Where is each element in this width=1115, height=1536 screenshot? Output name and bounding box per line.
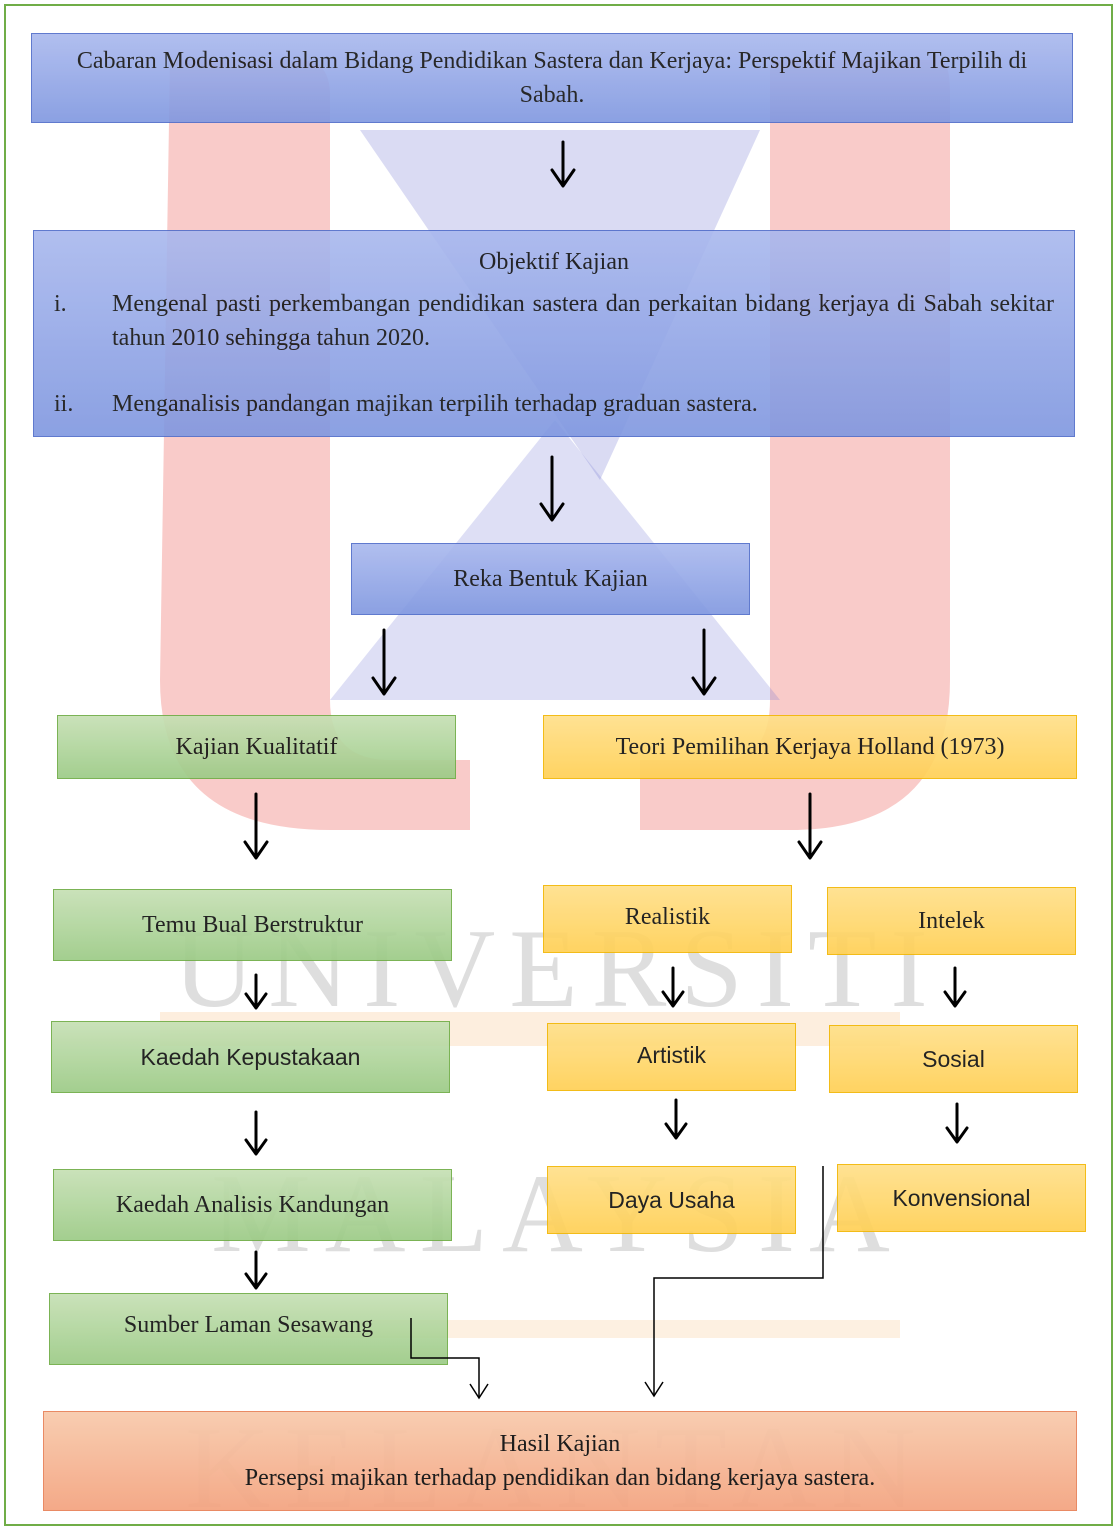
arrow-qualitative-to-interview [243,792,269,860]
step-website-text: Sumber Laman Sesawang [123,1312,374,1338]
result-box: Hasil Kajian Persepsi majikan terhadap p… [43,1411,1077,1511]
objective-item-1-text: Mengenal pasti perkembangan pendidikan s… [112,291,1054,351]
arrow-library-to-content [244,1110,268,1156]
step-library-box: Kaedah Kepustakaan [51,1021,450,1093]
page-frame [4,4,1113,1526]
type-conventional-box: Konvensional [837,1164,1086,1232]
step-interview-box: Temu Bual Berstruktur [53,889,452,961]
type-artistic-text: Artistik [637,1042,706,1068]
result-text: Persepsi majikan terhadap pendidikan dan… [244,1465,876,1491]
design-text: Reka Bentuk Kajian [453,566,648,592]
step-website-box: Sumber Laman Sesawang [49,1293,448,1365]
design-box: Reka Bentuk Kajian [351,543,750,615]
objective-item-2-number: ii. [54,391,74,417]
type-intellectual-box: Intelek [827,887,1076,955]
arrow-objective-to-design [539,455,565,522]
title-text: Cabaran Modenisasi dalam Bidang Pendidik… [76,48,1028,108]
holland-theory-box: Teori Pemilihan Kerjaya Holland (1973) [543,715,1077,779]
arrow-artistic-to-enterprising [664,1098,688,1140]
arrow-design-to-holland [691,628,717,696]
objective-heading: Objektif Kajian [479,249,629,275]
type-intellectual-text: Intelek [918,908,985,934]
arrow-intellectual-to-social [943,966,967,1008]
type-social-text: Sosial [922,1046,985,1072]
step-content-analysis-text: Kaedah Analisis Kandungan [115,1192,390,1218]
arrow-social-to-conventional [945,1102,969,1144]
step-library-text: Kaedah Kepustakaan [140,1044,361,1070]
step-interview-text: Temu Bual Berstruktur [142,912,363,938]
objective-item-2-text: Menganalisis pandangan majikan terpilih … [112,391,758,417]
connector-website-to-result [410,1318,489,1400]
arrow-content-to-website [244,1250,268,1290]
qualitative-box: Kajian Kualitatif [57,715,456,779]
type-realistic-box: Realistik [543,885,792,953]
type-artistic-box: Artistik [547,1023,796,1091]
result-heading: Hasil Kajian [499,1431,621,1457]
objective-box: Objektif Kajian i. Mengenal pasti perkem… [33,230,1075,437]
arrow-realistic-to-artistic [661,966,685,1008]
step-content-analysis-box: Kaedah Analisis Kandungan [53,1169,452,1241]
type-social-box: Sosial [829,1025,1078,1093]
type-realistic-text: Realistik [624,904,711,930]
holland-theory-text: Teori Pemilihan Kerjaya Holland (1973) [615,734,1005,760]
arrow-interview-to-library [244,973,268,1010]
arrow-holland-to-types [797,792,823,860]
type-enterprising-box: Daya Usaha [547,1166,796,1234]
type-enterprising-text: Daya Usaha [608,1187,735,1213]
arrow-title-to-objective [550,140,576,188]
type-conventional-text: Konvensional [892,1185,1031,1211]
connector-types-to-result [644,1166,824,1398]
qualitative-text: Kajian Kualitatif [175,734,338,760]
title-box: Cabaran Modenisasi dalam Bidang Pendidik… [31,33,1073,123]
arrow-design-to-qualitative [371,628,397,696]
objective-item-1-number: i. [54,291,67,317]
